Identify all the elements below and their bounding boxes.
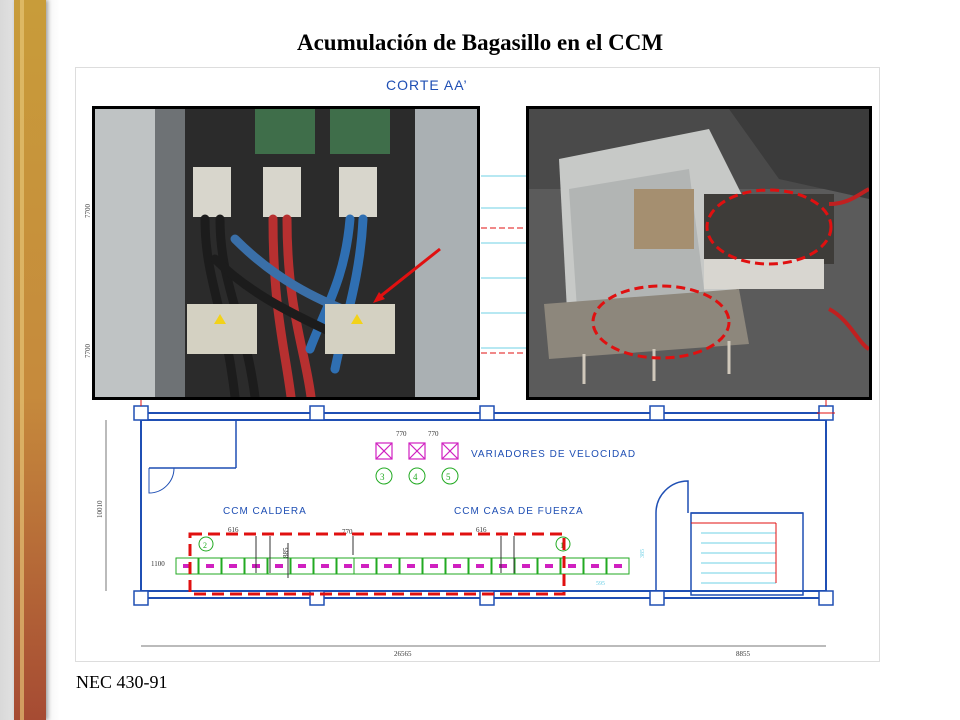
accent-bar bbox=[14, 0, 46, 720]
ccm-panel-mark bbox=[430, 564, 438, 568]
variadores-label: VARIADORES DE VELOCIDAD bbox=[471, 449, 636, 460]
circle-num-3: 3 bbox=[380, 472, 385, 482]
dim-595: 595 bbox=[596, 581, 605, 587]
slide-title: Acumulación de Bagasillo en el CCM bbox=[296, 30, 664, 55]
dim-26565: 26565 bbox=[394, 650, 412, 658]
ccm-panel-mark bbox=[275, 564, 283, 568]
ccm-fuerza-label: CCM CASA DE FUERZA bbox=[454, 506, 584, 517]
dim-616-a: 616 bbox=[228, 526, 239, 534]
dim-770-b: 770 bbox=[428, 430, 439, 438]
ccm-panel-mark bbox=[344, 564, 352, 568]
ccm-panel-mark bbox=[591, 564, 599, 568]
dim-616-b: 616 bbox=[476, 526, 487, 534]
ccm-panel-mark bbox=[298, 564, 306, 568]
dim-885: 885 bbox=[282, 547, 290, 558]
footer-note: NEC 430-91 bbox=[76, 672, 168, 692]
ccm-panel-mark bbox=[568, 564, 576, 568]
circle-num-2: 2 bbox=[203, 541, 207, 550]
ccm-panel-mark bbox=[476, 564, 484, 568]
ccm-panel-mark bbox=[384, 564, 392, 568]
ccm-panel-mark bbox=[407, 564, 415, 568]
ccm-panel-mark bbox=[321, 564, 329, 568]
ccm-panel-mark bbox=[361, 564, 369, 568]
ccm-cabling-photo bbox=[92, 106, 480, 400]
ccm-panel-mark bbox=[183, 564, 191, 568]
dim-770-c: 770 bbox=[342, 528, 353, 536]
ccm-highlight-box bbox=[188, 532, 566, 596]
section-label: CORTE AA’ bbox=[386, 77, 468, 93]
ccm-caldera-label: CCM CALDERA bbox=[223, 506, 307, 517]
dim-770-a: 770 bbox=[396, 430, 407, 438]
ccm-panel-mark bbox=[229, 564, 237, 568]
contactor-dust-photo bbox=[526, 106, 872, 400]
ccm-panel-mark bbox=[545, 564, 553, 568]
dim-385: 385 bbox=[640, 549, 646, 558]
ccm-panel-mark bbox=[499, 564, 507, 568]
dim-1100: 1100 bbox=[151, 560, 165, 568]
dim-8855: 8855 bbox=[736, 650, 751, 658]
accent-bar-highlight bbox=[20, 0, 24, 720]
dim-10010: 10010 bbox=[96, 500, 104, 518]
circle-num-1: 1 bbox=[560, 541, 564, 550]
ccm-panel-mark bbox=[614, 564, 622, 568]
ccm-panel-mark bbox=[522, 564, 530, 568]
circle-num-4: 4 bbox=[413, 472, 418, 482]
ccm-panel-mark bbox=[206, 564, 214, 568]
ccm-panel-mark bbox=[453, 564, 461, 568]
dim-7700-a: 7700 bbox=[84, 204, 92, 219]
dim-7700-b: 7700 bbox=[84, 344, 92, 359]
circle-num-5: 5 bbox=[446, 472, 451, 482]
